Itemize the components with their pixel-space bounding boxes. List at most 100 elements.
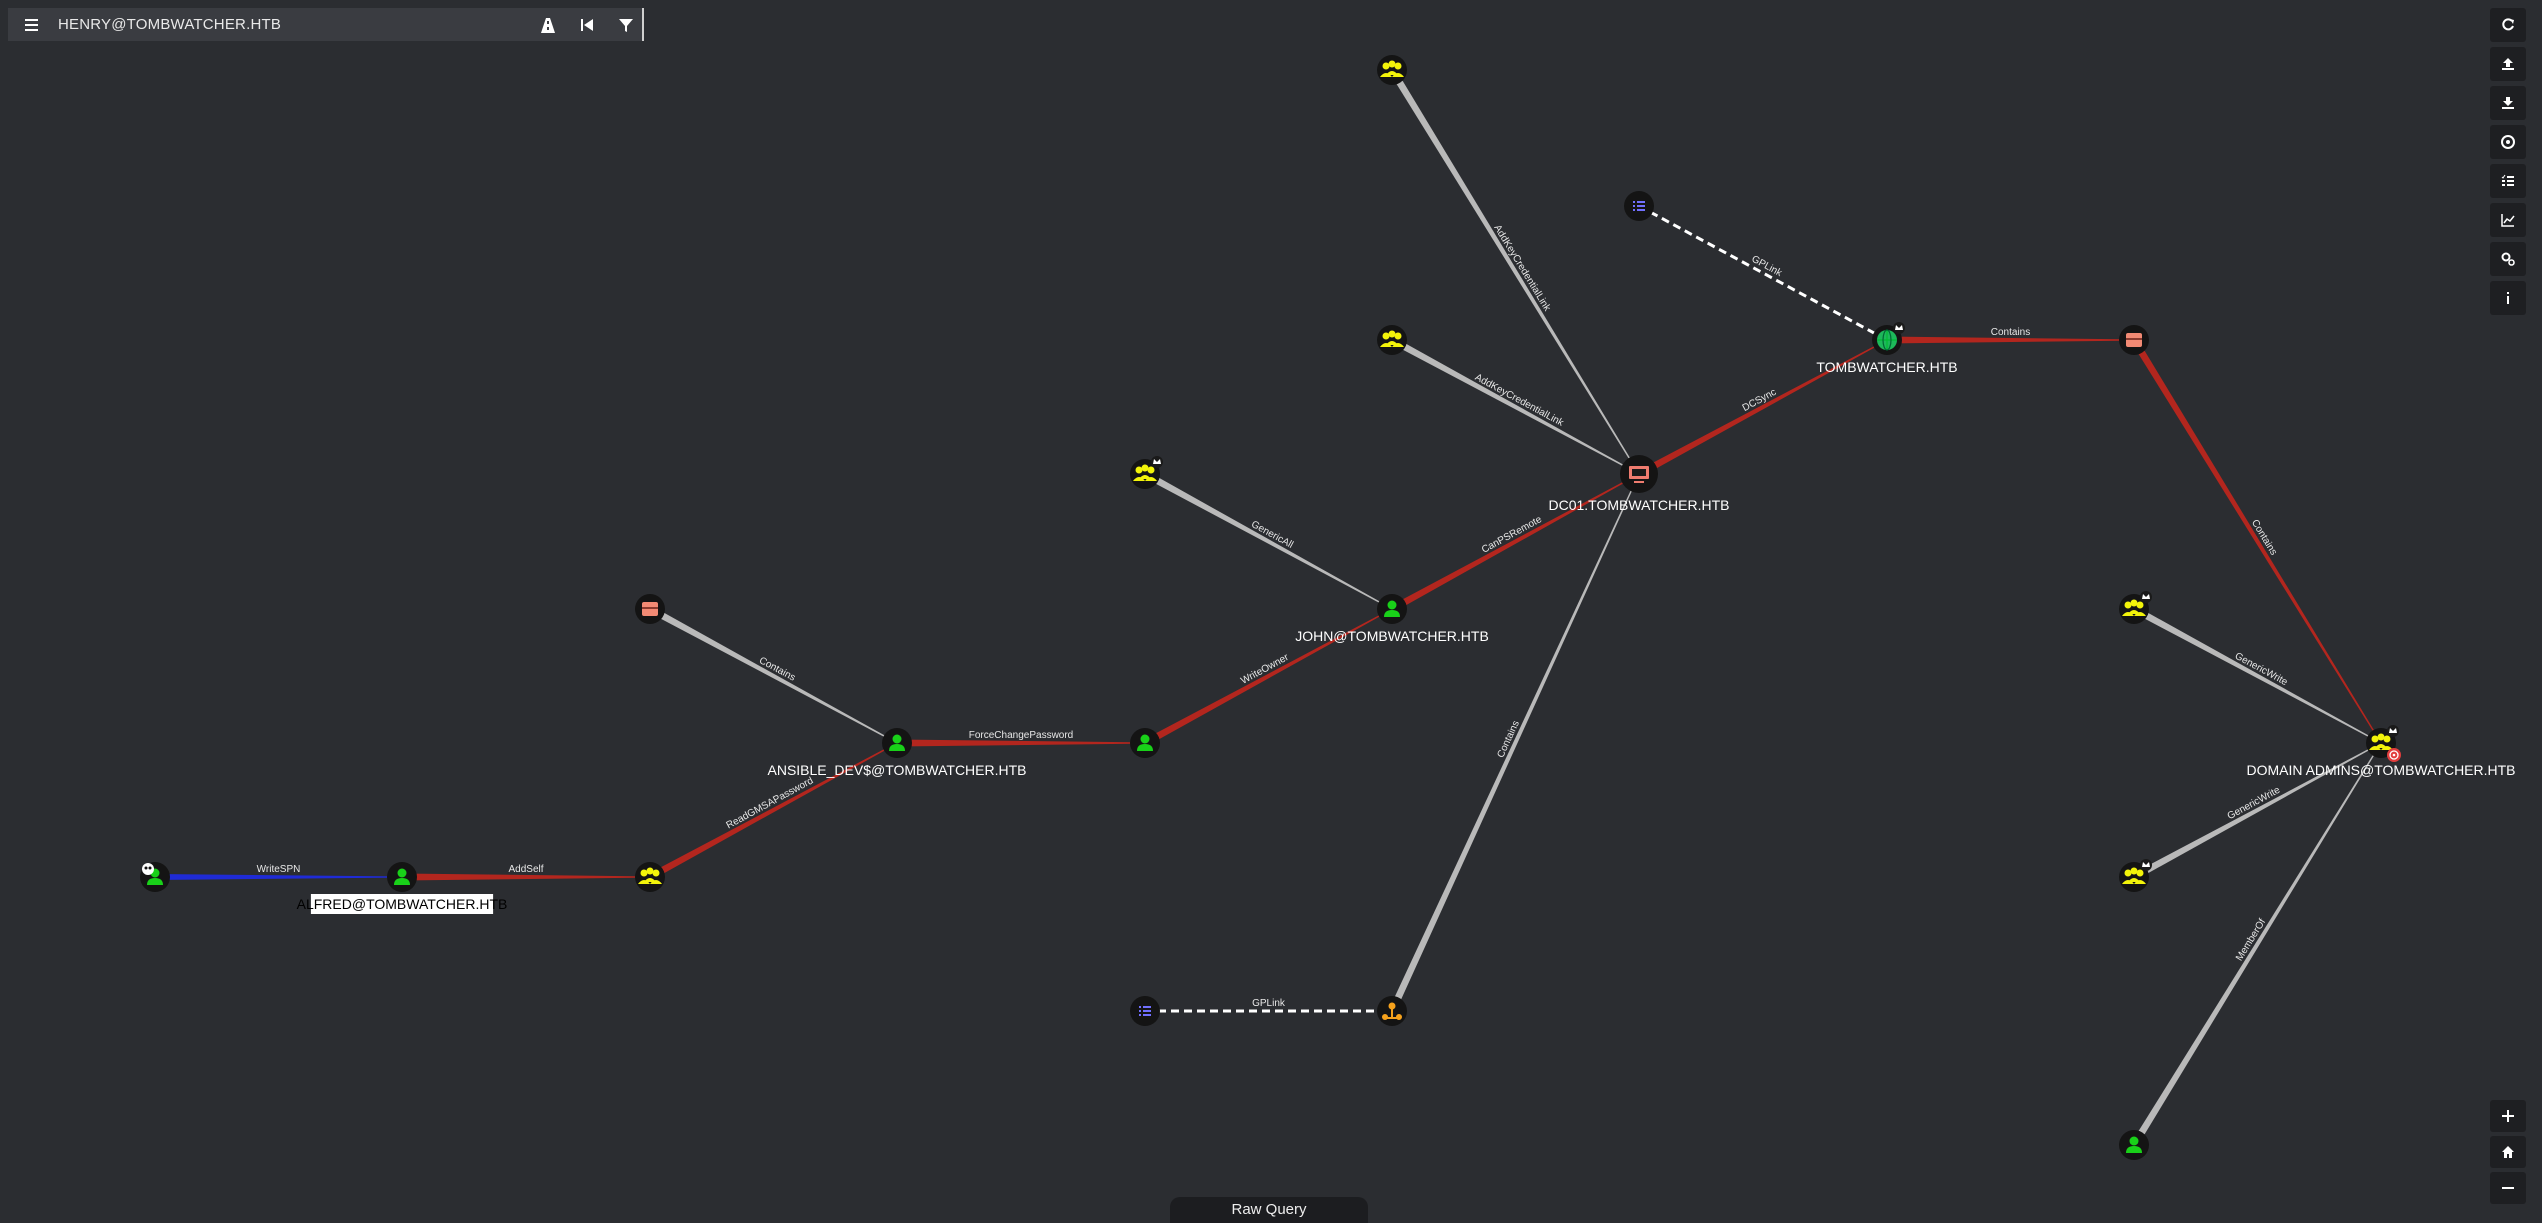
download-icon[interactable]	[2490, 86, 2526, 120]
edge-label: AddSelf	[508, 864, 543, 875]
node-circle[interactable]	[2366, 728, 2396, 758]
edge-line[interactable]	[2131, 742, 2382, 1147]
refresh-icon[interactable]	[2490, 8, 2526, 42]
chart-icon[interactable]	[2490, 203, 2526, 237]
edge-line[interactable]	[2131, 338, 2382, 744]
edge-grp_akcl2-dc01[interactable]: AddKeyCredentialLink	[1390, 336, 1640, 475]
node-domain_admins[interactable]: DOMAIN ADMINS@TOMBWATCHER.HTB	[2246, 725, 2516, 778]
upload-icon[interactable]	[2490, 47, 2526, 81]
group-icon	[2122, 599, 2146, 616]
settings-icon[interactable]	[2490, 242, 2526, 276]
node-circle[interactable]	[1130, 459, 1160, 489]
node-gpo_dom[interactable]	[1624, 191, 1654, 221]
edge-ou-dc01[interactable]: Contains	[1388, 473, 1640, 1013]
edge-line[interactable]	[1143, 470, 1393, 610]
group-icon	[1380, 330, 1404, 347]
tier-zero-icon	[2387, 725, 2399, 737]
tier-zero-icon	[1893, 322, 1905, 334]
list-icon[interactable]	[2490, 164, 2526, 198]
node-alfred[interactable]: ALFRED@TOMBWATCHER.HTB	[297, 862, 508, 914]
tier-zero-icon	[1151, 456, 1163, 468]
edge-grp_gw1-domain_admins[interactable]: GenericWrite	[2132, 605, 2382, 744]
group-icon	[638, 867, 662, 884]
search-bar[interactable]: HENRY@TOMBWATCHER.HTB	[8, 8, 644, 41]
edge-line[interactable]	[1887, 336, 2134, 344]
edge-label: AddKeyCredentialLink	[1491, 223, 1553, 314]
node-grp_gw1[interactable]	[2119, 591, 2152, 624]
user-icon	[1137, 734, 1153, 751]
node-gpo_ou[interactable]	[1130, 996, 1160, 1026]
edge-label: AddKeyCredentialLink	[1473, 372, 1566, 429]
node-circle[interactable]	[1377, 325, 1407, 355]
edge-line[interactable]	[2132, 742, 2382, 881]
filter-icon[interactable]	[613, 14, 639, 36]
node-circle[interactable]	[635, 862, 665, 892]
edge-ansible-sam[interactable]: ForceChangePassword	[897, 730, 1145, 747]
node-label-highlight	[310, 894, 494, 914]
node-grp_genericall[interactable]	[1130, 456, 1163, 489]
node-grp_addself[interactable]	[635, 862, 665, 892]
edge-line[interactable]	[1637, 339, 1888, 478]
search-input[interactable]: HENRY@TOMBWATCHER.HTB	[58, 16, 282, 33]
edge-line[interactable]	[1388, 473, 1640, 1013]
zoom-out-icon[interactable]	[2490, 1172, 2526, 1204]
edge-line[interactable]	[402, 873, 650, 881]
right-toolbar	[2490, 8, 2526, 320]
node-ou[interactable]	[1377, 996, 1407, 1026]
node-sam[interactable]	[1130, 728, 1160, 758]
info-icon[interactable]	[2490, 281, 2526, 315]
node-cont_ansible[interactable]	[635, 594, 665, 624]
edge-line[interactable]	[1638, 204, 1888, 342]
owned-icon	[142, 863, 154, 875]
pathfinding-icon[interactable]	[535, 14, 561, 36]
node-henry[interactable]	[140, 862, 170, 892]
target-icon[interactable]	[2490, 125, 2526, 159]
raw-query-toggle[interactable]: Raw Query	[1170, 1197, 1368, 1223]
user-icon	[889, 734, 905, 751]
node-cont_users[interactable]	[2119, 325, 2149, 355]
node-grp_akcl2[interactable]	[1377, 325, 1407, 355]
edge-grp_genericall-john[interactable]: GenericAll	[1143, 470, 1393, 610]
edge-line[interactable]	[1390, 336, 1640, 475]
node-da_member[interactable]	[2119, 1130, 2149, 1160]
node-john[interactable]: JOHN@TOMBWATCHER.HTB	[1295, 594, 1489, 644]
node-dc01[interactable]: DC01.TOMBWATCHER.HTB	[1549, 455, 1730, 513]
edge-line[interactable]	[1390, 473, 1640, 613]
back-icon[interactable]	[574, 14, 600, 36]
edge-line[interactable]	[2132, 605, 2382, 744]
node-grp_gw2[interactable]	[2119, 859, 2152, 892]
edge-line[interactable]	[1143, 608, 1393, 747]
node-ansible[interactable]: ANSIBLE_DEV$@TOMBWATCHER.HTB	[768, 728, 1027, 778]
edge-line[interactable]	[648, 742, 898, 881]
home-icon[interactable]	[2490, 1136, 2526, 1168]
tier-zero-icon	[2140, 591, 2152, 603]
zoom-in-icon[interactable]	[2490, 1100, 2526, 1132]
edge-alfred-grp_addself[interactable]: AddSelf	[402, 864, 650, 881]
edge-line[interactable]	[897, 739, 1145, 747]
edge-line[interactable]	[1389, 68, 1640, 475]
edge-label: WriteSPN	[257, 864, 301, 875]
node-label: ANSIBLE_DEV$@TOMBWATCHER.HTB	[768, 762, 1027, 778]
edge-line[interactable]	[648, 605, 898, 744]
edge-grp_akcl1-dc01[interactable]: AddKeyCredentialLink	[1389, 68, 1640, 475]
edge-john-dc01[interactable]: CanPSRemote	[1390, 473, 1640, 613]
node-circle[interactable]	[2119, 594, 2149, 624]
edge-cont_ansible-ansible[interactable]: Contains	[648, 605, 898, 744]
edge-cont_users-domain_admins[interactable]: Contains	[2131, 338, 2382, 744]
node-circle[interactable]	[1377, 55, 1407, 85]
node-domain[interactable]: TOMBWATCHER.HTB	[1816, 322, 1958, 375]
node-label: DC01.TOMBWATCHER.HTB	[1549, 497, 1730, 513]
node-grp_akcl1[interactable]	[1377, 55, 1407, 85]
node-circle[interactable]	[2119, 862, 2149, 892]
computer-icon	[1629, 466, 1649, 483]
edge-domain-cont_users[interactable]: Contains	[1887, 327, 2134, 344]
menu-icon[interactable]	[20, 14, 44, 36]
edge-label: CanPSRemote	[1480, 514, 1544, 556]
edge-gpo_dom-domain[interactable]: GPLink	[1638, 204, 1888, 342]
edge-henry-alfred[interactable]: WriteSPN	[155, 864, 402, 880]
edge-label: GPLink	[1252, 998, 1286, 1009]
edge-gpo_ou-ou[interactable]: GPLink	[1145, 998, 1392, 1013]
edge-line[interactable]	[155, 874, 402, 880]
